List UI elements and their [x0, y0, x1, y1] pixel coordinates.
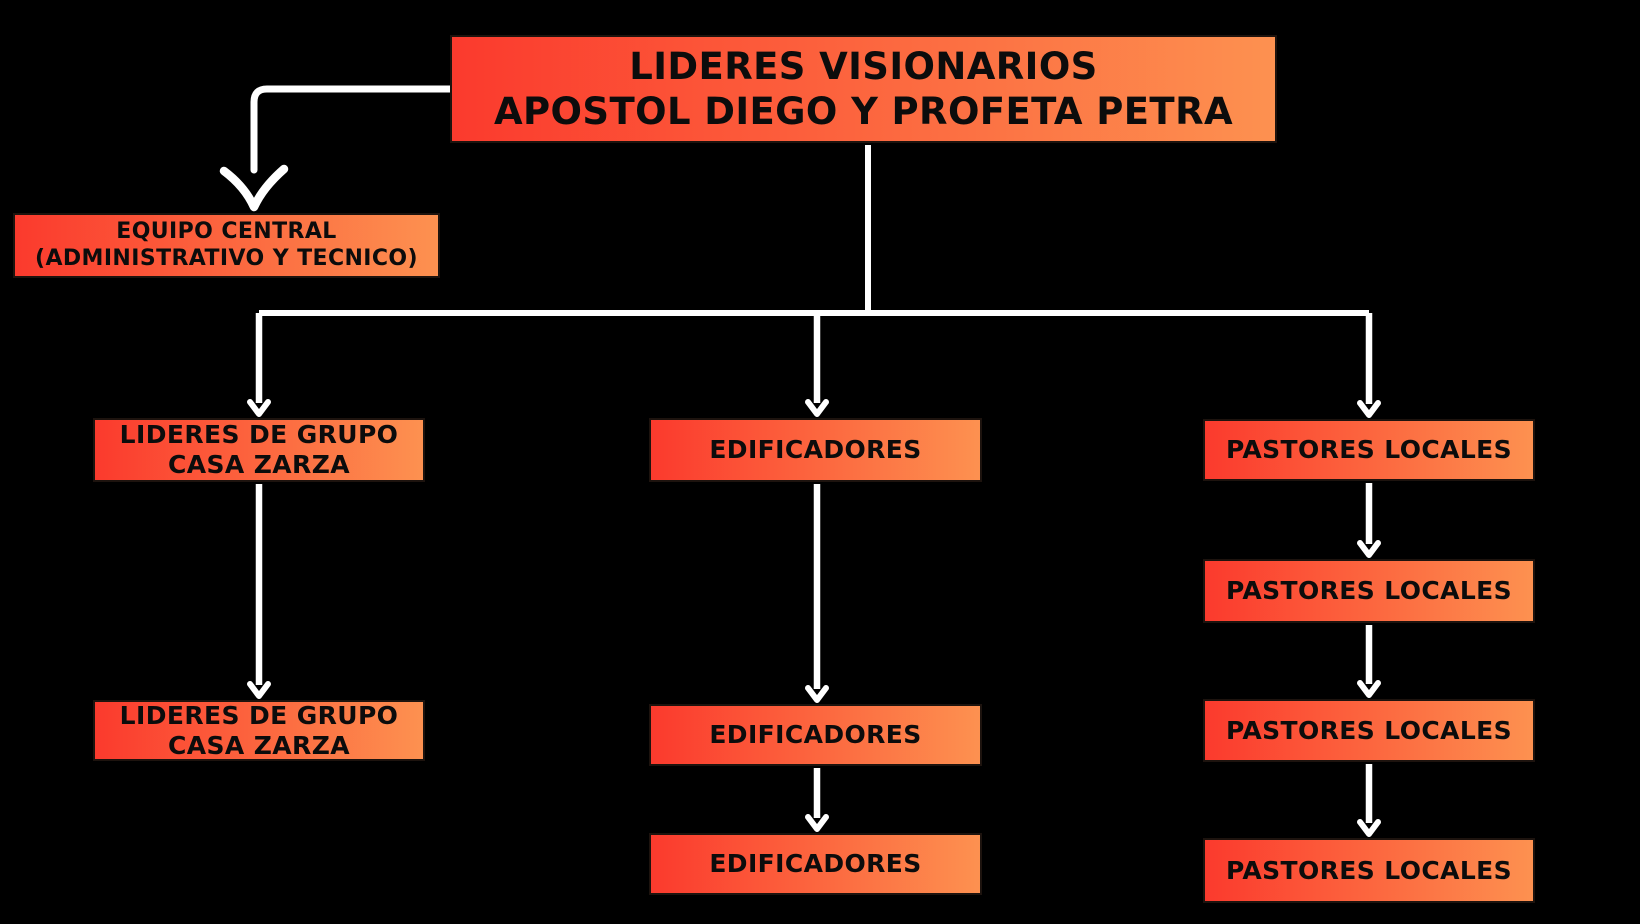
- org-box-label-line1: PASTORES LOCALES: [1225, 855, 1513, 885]
- connector-root-to-central-team: [250, 85, 454, 174]
- org-box-pastores-locales-3: PASTORES LOCALES: [1203, 699, 1535, 762]
- arrowhead-central-team: [219, 164, 289, 212]
- org-box-lideres-visionarios: LIDERES VISIONARIOS APOSTOL DIEGO Y PROF…: [450, 35, 1277, 143]
- org-box-label-line1: EDIFICADORES: [709, 435, 922, 464]
- org-box-label-line1: EDIFICADORES: [709, 849, 922, 878]
- org-box-label-line1: PASTORES LOCALES: [1225, 576, 1513, 605]
- org-box-label-line2: CASA ZARZA: [168, 450, 350, 479]
- org-box-edificadores-1: EDIFICADORES: [649, 418, 982, 482]
- org-box-label-line1: LIDERES VISIONARIOS: [629, 44, 1098, 88]
- org-box-label-line1: PASTORES LOCALES: [1225, 435, 1513, 464]
- arrowhead-pastores-2: [1357, 540, 1381, 558]
- arrowhead-edificadores-2: [805, 685, 829, 703]
- org-box-casa-zarza-1: LIDERES DE GRUPO CASA ZARZA: [93, 418, 425, 482]
- org-box-edificadores-3: EDIFICADORES: [649, 833, 982, 895]
- arrowhead-drop-center: [805, 399, 829, 417]
- arrowhead-drop-left: [247, 399, 271, 417]
- org-box-label-line2: CASA ZARZA: [168, 730, 350, 760]
- arrowhead-drop-right: [1357, 400, 1381, 418]
- arrowhead-edificadores-3: [805, 814, 829, 832]
- org-box-label-line1: PASTORES LOCALES: [1225, 715, 1513, 745]
- arrowhead-pastores-4: [1357, 819, 1381, 837]
- arrowhead-pastores-3: [1357, 680, 1381, 698]
- org-box-casa-zarza-2: LIDERES DE GRUPO CASA ZARZA: [93, 700, 425, 761]
- org-box-equipo-central: EQUIPO CENTRAL (ADMINISTRATIVO Y TECNICO…: [13, 213, 440, 278]
- org-box-pastores-locales-4: PASTORES LOCALES: [1203, 838, 1535, 903]
- org-box-label-line1: EDIFICADORES: [709, 720, 922, 749]
- org-box-pastores-locales-2: PASTORES LOCALES: [1203, 559, 1535, 623]
- org-box-label-line1: EQUIPO CENTRAL: [116, 219, 337, 245]
- org-box-pastores-locales-1: PASTORES LOCALES: [1203, 419, 1535, 481]
- org-box-label-line2: (ADMINISTRATIVO Y TECNICO): [35, 245, 418, 271]
- org-box-label-line1: LIDERES DE GRUPO: [119, 700, 399, 730]
- org-box-label-line1: LIDERES DE GRUPO: [119, 420, 399, 449]
- org-box-edificadores-2: EDIFICADORES: [649, 704, 982, 766]
- org-box-label-line2: APOSTOL DIEGO Y PROFETA PETRA: [494, 90, 1233, 133]
- arrowhead-casa-zarza-2: [247, 681, 271, 699]
